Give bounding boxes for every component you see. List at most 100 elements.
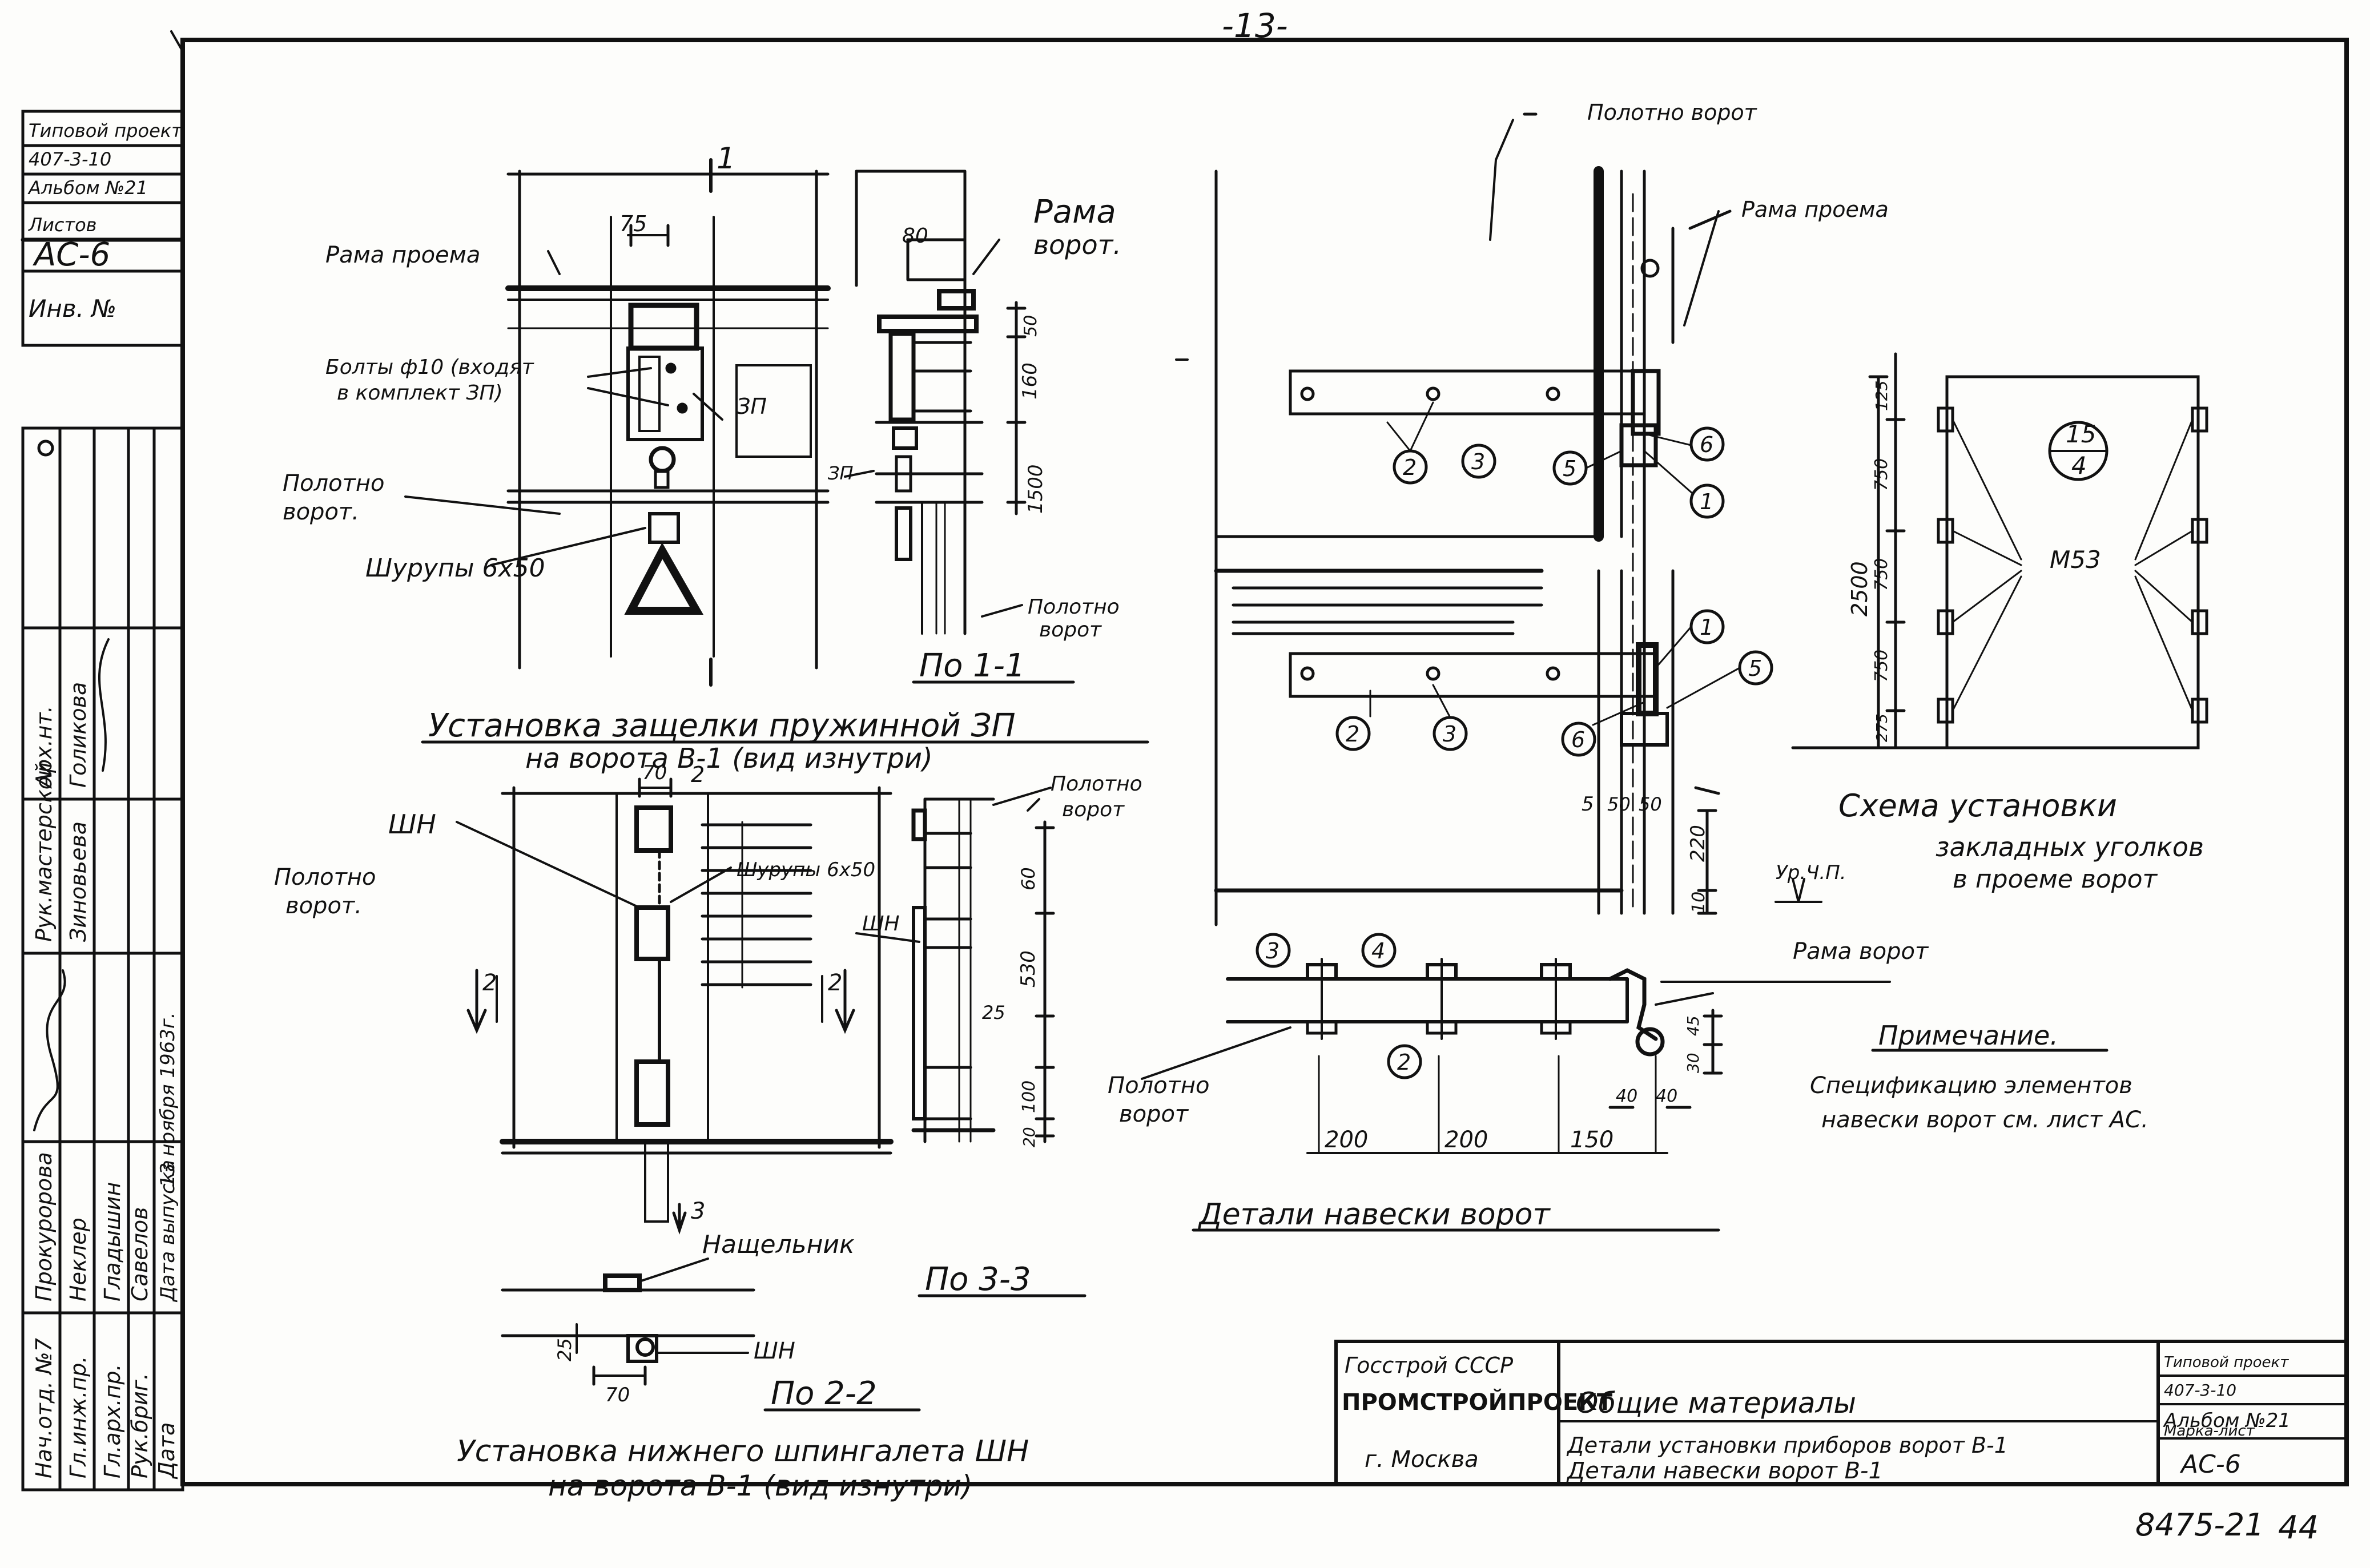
callout-1-b: 1 <box>1700 615 1713 640</box>
section-3-3 <box>855 787 1055 1143</box>
stamp-name-3: Гл.арх.пр. <box>100 1364 125 1478</box>
tb-album: Альбом №21 <box>2163 1409 2291 1432</box>
stamp-person-2: Неклер <box>66 1218 91 1301</box>
s3-dim-530: 530 <box>1017 950 1040 987</box>
v4-dim-750c: 750 <box>1872 650 1892 682</box>
s1-dim-50: 50 <box>1021 315 1041 337</box>
callout-4-c: 4 <box>1371 938 1385 964</box>
callout-3-c: 3 <box>1266 938 1279 964</box>
v3-dim-40a: 40 <box>1616 1086 1637 1106</box>
hinge-callouts <box>1256 401 1773 1079</box>
s1-dim-160: 160 <box>1019 362 1041 400</box>
s2-title: По 2-2 <box>771 1375 877 1412</box>
v3-dim-50a: 50 <box>1607 793 1631 815</box>
stamp-person-4: Савелов <box>127 1207 152 1301</box>
tb-org-2: ПРОМСТРОЙПРОЕКТ <box>1342 1388 1613 1416</box>
v3-dim-45: 45 <box>1684 1015 1703 1036</box>
v1-frame-label: Рама проема <box>325 242 480 268</box>
v3-dim-200b: 200 <box>1444 1127 1488 1153</box>
v3-dim-200a: 200 <box>1325 1127 1368 1153</box>
tb-sheet-label: Марка-лист <box>2164 1422 2255 1440</box>
v3-dim-50b: 50 <box>1639 793 1662 815</box>
s3-dim-25: 25 <box>982 1002 1005 1023</box>
s3-leaf-label: Полотно <box>1051 772 1142 796</box>
latch-elevation <box>404 158 831 687</box>
note-line-1: Спецификацию элементов <box>1810 1073 2132 1099</box>
v3-dim-5: 5 <box>1582 793 1594 816</box>
callout-5-b: 5 <box>1748 656 1762 681</box>
sheet-border <box>180 38 2349 1486</box>
v3-dim-30: 30 <box>1684 1053 1703 1073</box>
s3-shn-label: ШН <box>862 912 900 936</box>
s2-dim-25: 25 <box>554 1338 576 1361</box>
v1-subtitle: на ворота В-1 (вид изнутри) <box>525 743 933 775</box>
callout-2-b: 2 <box>1346 721 1359 747</box>
s2-shn-label: ШН <box>754 1338 795 1364</box>
v3-frame2-label: Рама ворот <box>1793 938 1929 965</box>
v4-dim-2500: 2500 <box>1847 561 1872 616</box>
v1-leaf-label-2: ворот. <box>283 499 359 525</box>
v4-title: Схема установки <box>1838 788 2117 824</box>
stamp-name-4: Рук.бриг. <box>127 1373 152 1478</box>
stamp-row-6: Инв. № <box>29 295 116 323</box>
v2-subtitle: на ворота В-1 (вид изнутри) <box>548 1469 972 1502</box>
stamp-row-2: 407-3-10 <box>29 148 111 170</box>
s2-dim-70: 70 <box>605 1384 630 1406</box>
bottom-page: 44 <box>2278 1509 2319 1546</box>
note-line-2: навески ворот см. лист АС. <box>1821 1107 2148 1133</box>
v3-dim-10: 10 <box>1689 892 1709 913</box>
v1-zp-label: ЗП <box>737 394 767 419</box>
tb-line-2: Детали навески ворот В-1 <box>1566 1458 1883 1484</box>
v2-screws-label: Шурупы 6х50 <box>737 858 875 881</box>
callout-3-a: 3 <box>1471 449 1485 474</box>
stamp-person-5: Дата выпуска <box>156 1160 179 1303</box>
v2-dim-70: 70 <box>642 761 667 784</box>
v3-leaf-top-label: Полотно ворот <box>1587 100 1758 125</box>
callout-1-a: 1 <box>1700 489 1713 514</box>
s1-leaf-label: Полотно <box>1028 595 1120 619</box>
stamp-row-5: АС-6 <box>33 236 110 273</box>
v2-mark-2-right: 2 <box>828 970 842 996</box>
section-2-2 <box>501 1257 755 1386</box>
callout-6-b: 6 <box>1571 727 1585 752</box>
s3-dim-60: 60 <box>1017 867 1039 890</box>
v2-shn-label: ШН <box>388 809 436 840</box>
v3-leaf-label-2: ворот <box>1119 1101 1189 1127</box>
v3-title: Детали навески ворот <box>1198 1198 1551 1232</box>
v4-dim-125: 125 <box>1872 381 1891 411</box>
s3-title: По 3-3 <box>925 1261 1031 1298</box>
signature <box>33 969 66 1131</box>
stamp-rotated-names: Нач.отд. №7 Гл.инж.пр. Гл.арх.пр. Рук.бр… <box>31 682 179 1480</box>
signature-2 <box>98 638 110 772</box>
title-block <box>1334 1340 2348 1486</box>
stamp-extra-1: Рук.мастерской <box>31 762 57 942</box>
s1-dim-80: 80 <box>902 224 928 248</box>
s1-zp-label: ЗП <box>828 462 854 484</box>
v1-bolts-label: Болты ф10 (входят <box>325 356 534 379</box>
hinge-details <box>1141 112 1891 1154</box>
v1-bolts-label-2: в комплект ЗП) <box>337 381 503 405</box>
v4-subtitle: закладных уголков <box>1936 832 2204 862</box>
s2-latch-label: Нащельник <box>702 1230 855 1259</box>
v3-dim-40b: 40 <box>1656 1086 1677 1106</box>
stamp-person-3: Гладышин <box>100 1182 125 1301</box>
callout-2-c: 2 <box>1397 1050 1411 1075</box>
tb-proj: Типовой проект <box>2164 1354 2289 1371</box>
v3-frame-label: Рама проема <box>1741 197 1889 222</box>
v2-title: Установка нижнего шпингалета ШН <box>457 1434 1029 1469</box>
stamp-row-1: Типовой проект <box>29 120 183 142</box>
callout-3-b: 3 <box>1443 721 1456 747</box>
stamp-name-2: Гл.инж.пр. <box>66 1356 91 1478</box>
tb-sheet: АС-6 <box>2179 1450 2241 1479</box>
stamp-name-1: Нач.отд. №7 <box>31 1338 57 1478</box>
s1-frame-label-2: ворот. <box>1033 229 1121 260</box>
tb-city: г. Москва <box>1365 1446 1479 1473</box>
section-1-1 <box>844 170 1027 635</box>
embed-scheme <box>1791 352 2208 749</box>
v1-leaf-label: Полотно <box>283 470 385 497</box>
v1-mark-1: 1 <box>717 142 735 176</box>
v3-dim-220: 220 <box>1687 825 1709 862</box>
v3-dim-150: 150 <box>1570 1127 1613 1153</box>
v2-dim-2: 2 <box>691 762 705 787</box>
